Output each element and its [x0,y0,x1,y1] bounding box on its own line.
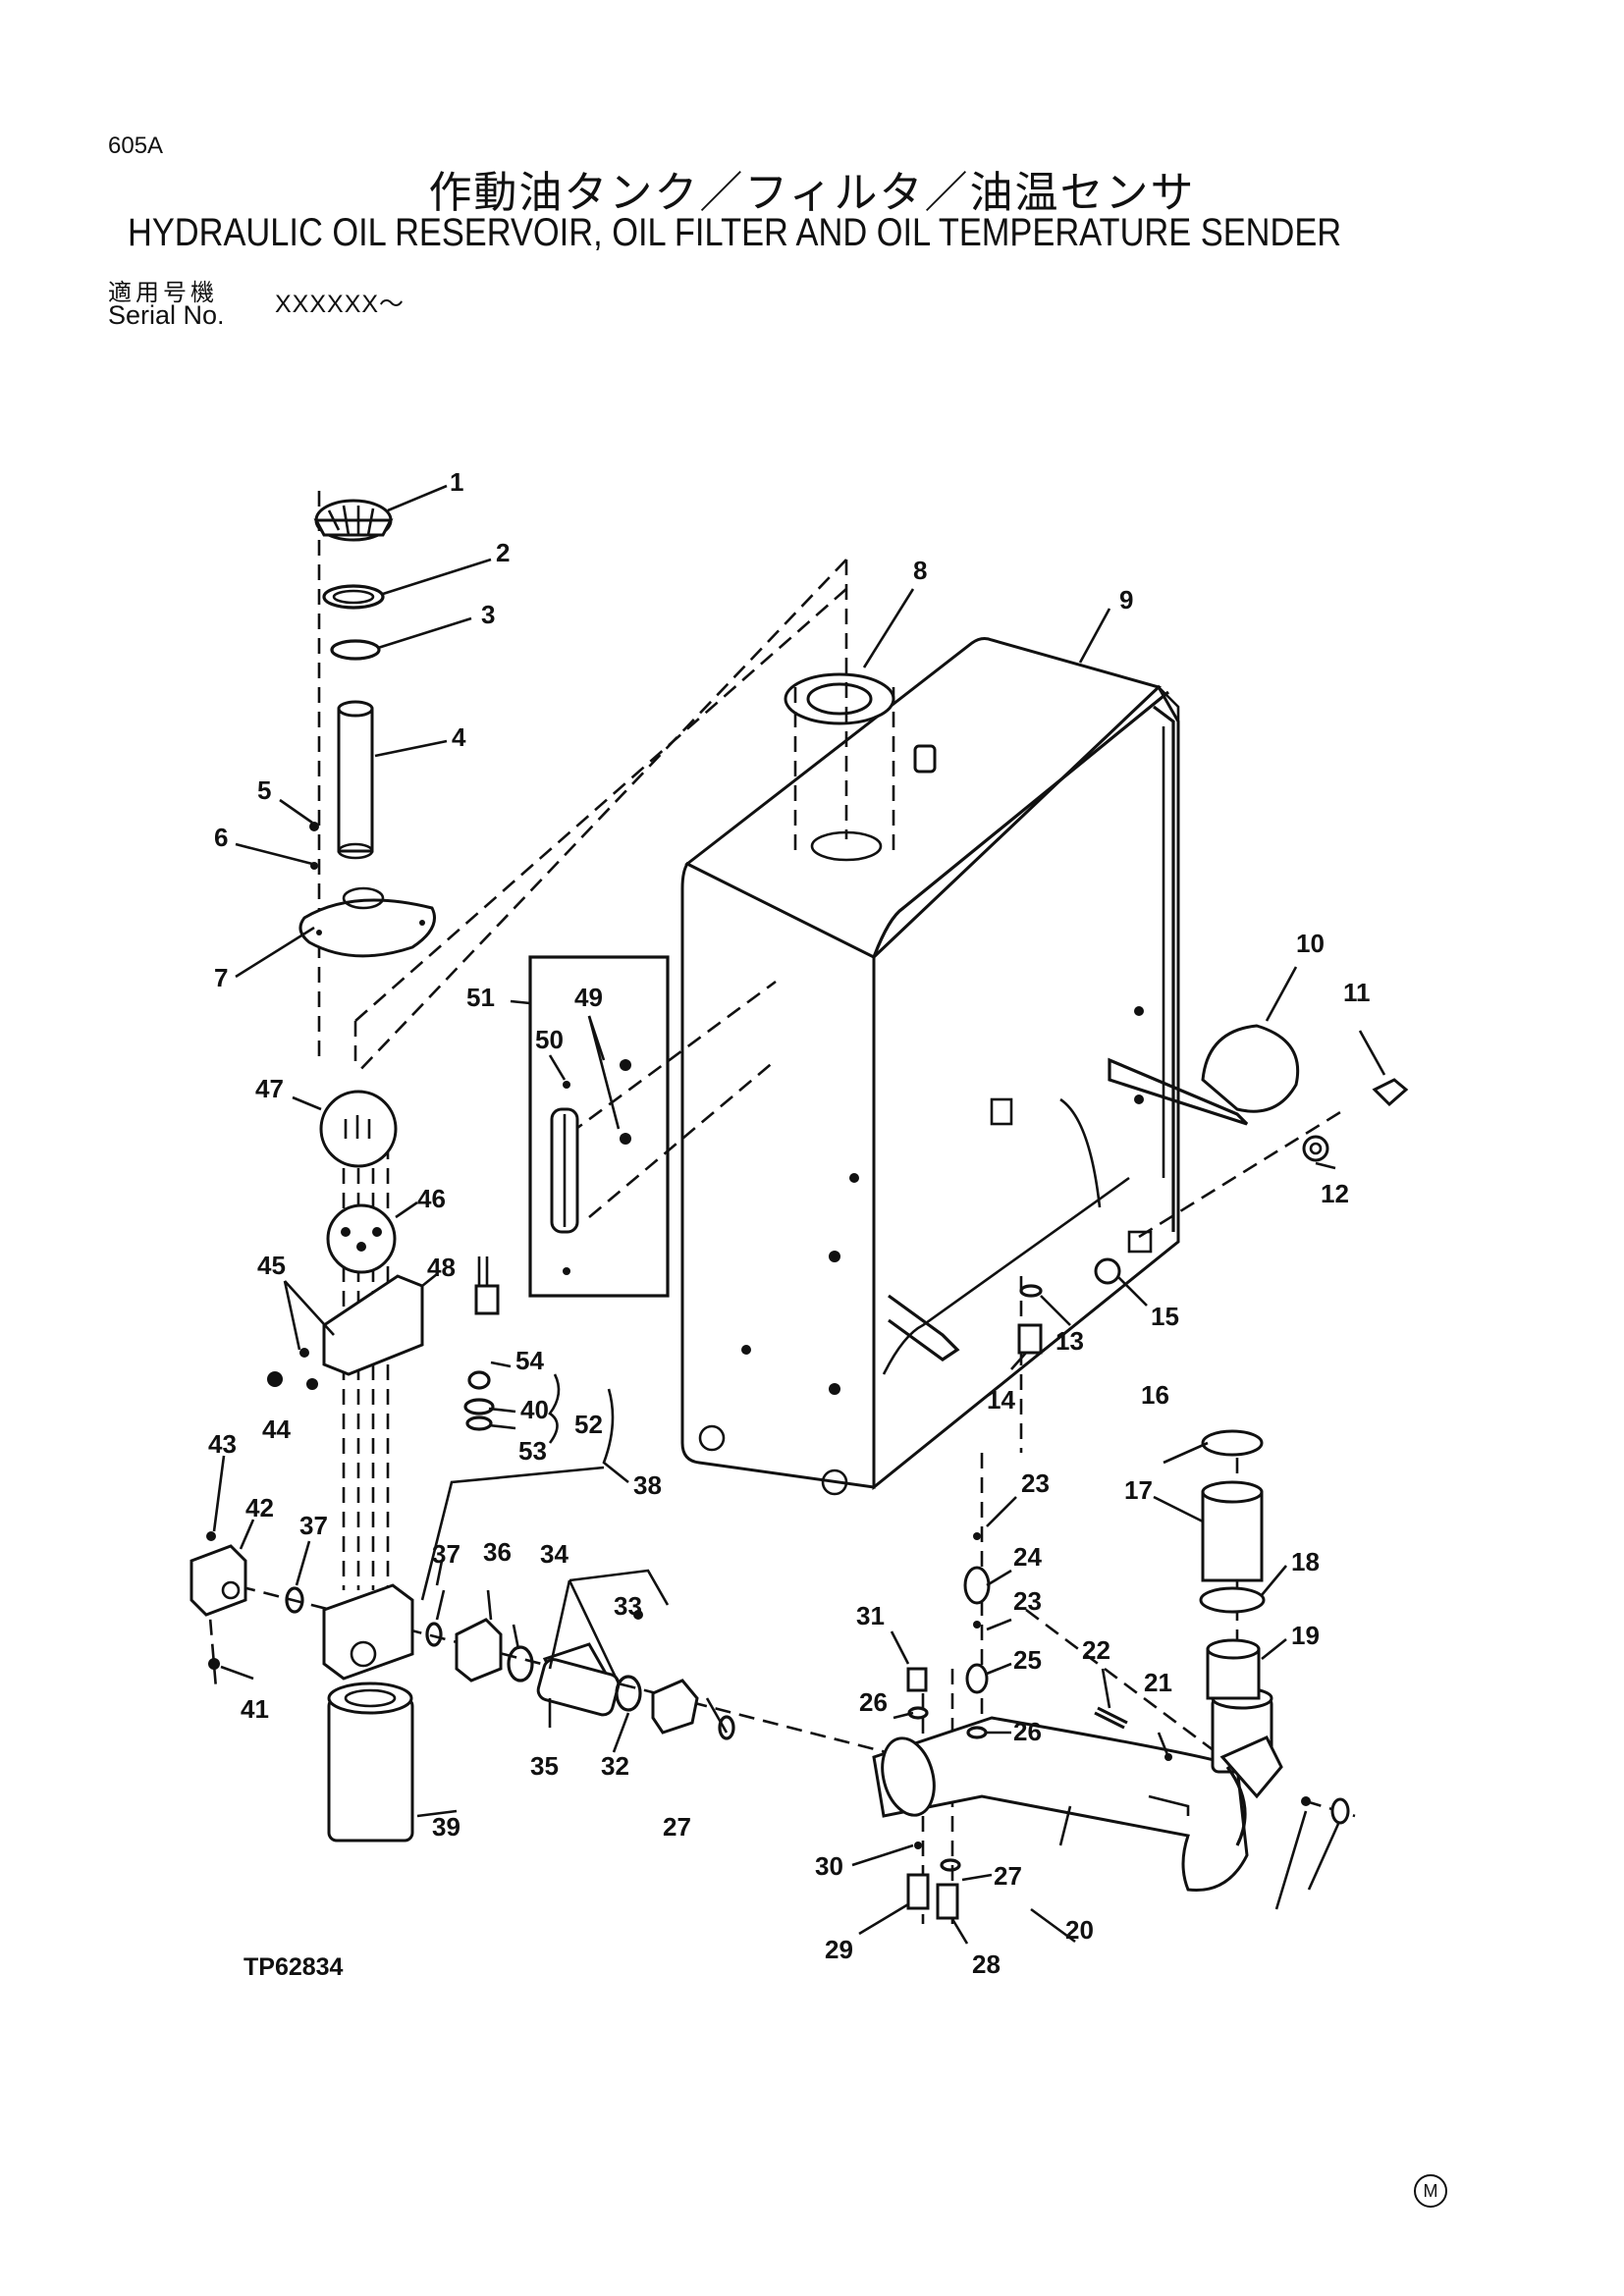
callout-25: 25 [1013,1645,1042,1675]
callout-29: 29 [825,1935,853,1964]
callout-11: 11 [1343,978,1371,1007]
drain-plug-inset [528,955,670,1298]
footer-mark: M [1414,2174,1447,2208]
serial-label-english: Serial No. [108,300,225,330]
callout-24: 24 [1013,1542,1042,1572]
callout-33: 33 [614,1591,642,1621]
figure-code: TP62834 [244,1953,344,1981]
callout-51: 51 [466,983,495,1012]
callout-46: 46 [417,1184,446,1213]
callout-6: 6 [214,823,228,852]
callout-26: 26 [859,1687,888,1717]
callout-5: 5 [257,775,271,805]
callout-2: 2 [496,538,510,567]
callout-1: 1 [450,467,463,497]
callout-8: 8 [913,556,927,585]
callout-35: 35 [530,1751,559,1781]
callout-19: 19 [1291,1621,1320,1650]
hydraulic-tank [680,637,1249,1496]
callout-39: 39 [432,1812,460,1842]
callout-38: 38 [633,1470,662,1500]
callout-10: 10 [1296,929,1325,958]
callout-numbers: 1 2 3 4 5 6 7 8 9 10 11 12 13 14 15 16 1… [208,467,1371,1979]
callout-20: 20 [1065,1915,1094,1945]
callout-45: 45 [257,1251,286,1280]
callout-16: 16 [1141,1380,1169,1410]
filler-cap-stack [298,499,436,958]
page-title-english: HYDRAULIC OIL RESERVOIR, OIL FILTER AND … [128,211,1342,254]
callout-27b: 27 [663,1812,691,1842]
callout-48: 48 [427,1253,456,1282]
callout-37b: 37 [299,1511,328,1540]
callout-21: 21 [1144,1668,1172,1697]
return-pipe-assembly [872,1024,1409,1920]
callout-43: 43 [208,1429,237,1459]
callout-37: 37 [432,1539,460,1569]
callout-26b: 26 [1013,1717,1042,1746]
callout-15: 15 [1151,1302,1179,1331]
callout-27: 27 [994,1861,1022,1891]
callout-36: 36 [483,1537,512,1567]
page-title-japanese: 作動油タンク／フィルタ／油温センサ [428,168,1196,218]
callout-23b: 23 [1013,1586,1042,1616]
page-code: 605A [108,133,164,159]
callout-18: 18 [1291,1547,1320,1576]
callout-7: 7 [214,963,228,992]
callout-23: 23 [1021,1468,1050,1498]
callout-34: 34 [540,1539,568,1569]
leader-lines [212,484,1386,1945]
callout-41: 41 [241,1694,269,1724]
callout-32: 32 [601,1751,629,1781]
callout-40: 40 [520,1395,549,1424]
callout-53: 53 [518,1436,547,1466]
callout-30: 30 [815,1851,843,1881]
callout-9: 9 [1119,585,1133,614]
callout-50: 50 [535,1025,564,1054]
callout-22: 22 [1082,1635,1110,1665]
serial-value: XXXXXX～ [275,291,406,318]
callout-42: 42 [245,1493,274,1522]
filter-head-assembly [189,1090,500,1842]
callout-28: 28 [972,1949,1001,1979]
callout-14: 14 [987,1385,1015,1415]
callout-3: 3 [481,600,495,629]
serial-label-japanese: 適用号機 [108,279,218,306]
callout-13: 13 [1056,1326,1084,1356]
callout-12: 12 [1321,1179,1349,1208]
callout-17: 17 [1124,1475,1153,1505]
callout-49: 49 [574,983,603,1012]
callout-47: 47 [255,1074,284,1103]
callout-52: 52 [574,1410,603,1439]
suction-line-parts [455,1610,735,1740]
callout-44: 44 [262,1415,291,1444]
callout-54: 54 [515,1346,544,1375]
callout-31: 31 [856,1601,885,1630]
callout-4: 4 [452,722,466,752]
